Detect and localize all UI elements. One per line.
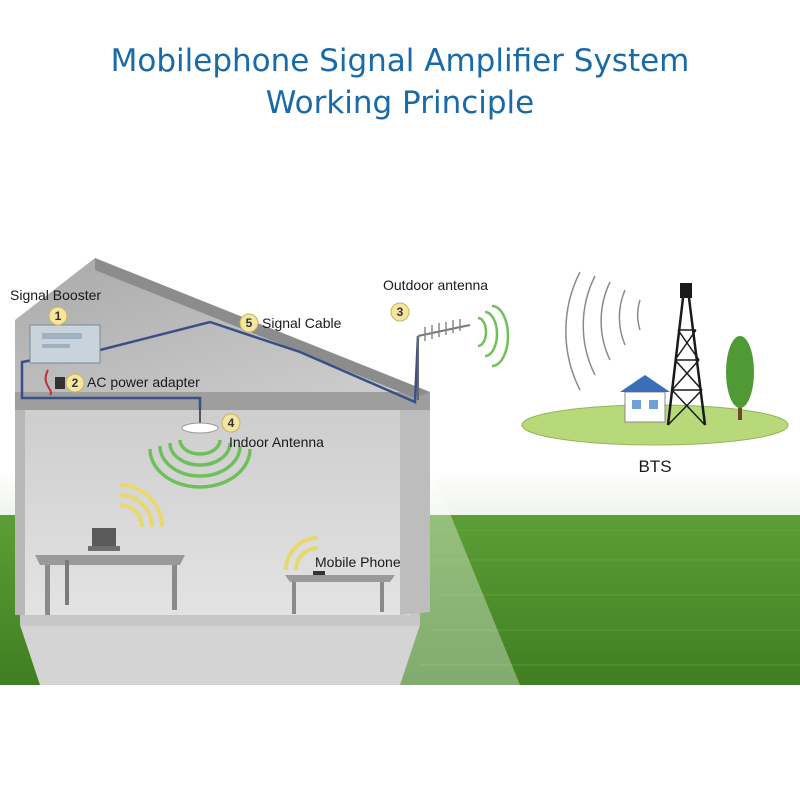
outdoor-antenna-signal-waves — [477, 304, 510, 368]
indoor-antenna-signal-waves — [148, 439, 252, 489]
house-foundation — [20, 625, 420, 685]
label-indoor-antenna: Indoor Antenna — [229, 434, 324, 450]
label-ac-power-adapter: AC power adapter — [87, 374, 200, 390]
laptop-signal-waves — [119, 483, 164, 528]
cable-icon — [99, 320, 420, 404]
bts-building-icon — [620, 375, 670, 423]
cell-tower-icon — [666, 283, 707, 426]
ceiling-slab — [15, 392, 430, 410]
label-signal-cable: Signal Cable — [262, 315, 342, 331]
phone-signal-waves — [284, 536, 319, 571]
badge-1-number: 1 — [55, 309, 62, 323]
badge-4: 4 — [221, 413, 241, 433]
diagram-title-line-1: Mobilephone Signal Amplifier System — [110, 43, 690, 79]
badge-4-number: 4 — [228, 416, 235, 430]
badge-3: 3 — [390, 302, 410, 322]
ceiling-antenna-icon — [181, 408, 219, 434]
house-interior-wall — [20, 405, 410, 615]
roof-edge — [95, 258, 430, 398]
indoor-cable — [20, 358, 202, 410]
badge-5-number: 5 — [246, 316, 253, 330]
power-cord — [44, 369, 53, 396]
power-adapter-icon — [55, 377, 65, 389]
badge-2-number: 2 — [72, 376, 79, 390]
badge-1: 1 — [48, 306, 68, 326]
desk-right — [285, 575, 395, 614]
signal-booster-icon — [29, 324, 101, 364]
badge-5: 5 — [239, 313, 259, 333]
badge-2: 2 — [65, 373, 85, 393]
floor-slab — [20, 612, 420, 626]
laptop-icon — [88, 528, 120, 551]
mobile-phone-icon — [313, 571, 325, 575]
badge-3-number: 3 — [397, 305, 404, 319]
desk-left — [35, 555, 185, 615]
house-left-wall — [15, 400, 25, 615]
label-signal-booster: Signal Booster — [10, 287, 101, 303]
label-bts: BTS — [638, 457, 671, 476]
bts-signal-waves — [565, 271, 641, 391]
yagi-antenna-icon — [417, 319, 471, 400]
grass-texture — [420, 529, 800, 666]
label-outdoor-antenna: Outdoor antenna — [383, 277, 488, 293]
tree-icon — [726, 336, 754, 420]
diagram-title-line-2: Working Principle — [265, 85, 535, 121]
house-side-wall — [400, 400, 430, 615]
label-mobile-phone: Mobile Phone — [315, 554, 401, 570]
